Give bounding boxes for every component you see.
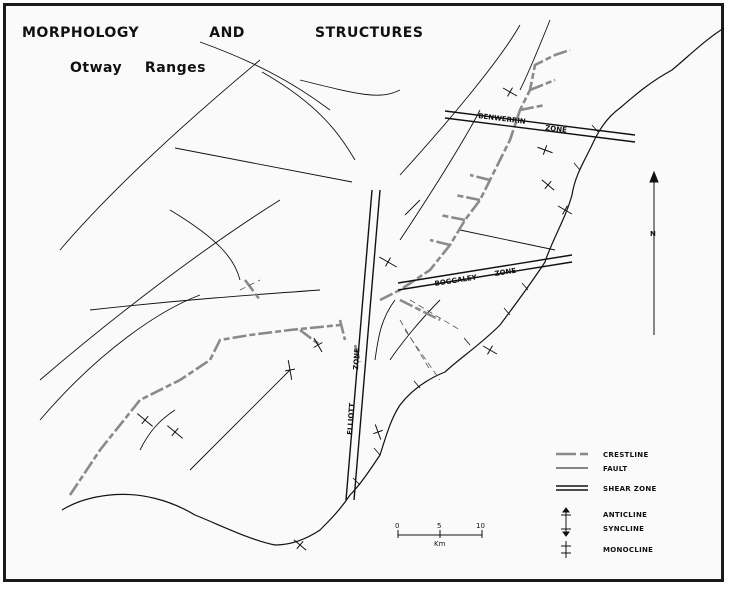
fault-line (374, 299, 396, 361)
fault-line (399, 109, 481, 241)
crestline (439, 213, 466, 222)
fault-line (519, 19, 551, 91)
zone-label-elliott: ELLIOTT (346, 402, 356, 435)
legend-syncline-symbol (561, 522, 571, 537)
crestline (243, 279, 262, 301)
fault-line (174, 147, 353, 183)
syncline-symbol (284, 360, 296, 380)
zone-label-boggaley-suffix: ZONE (494, 267, 517, 278)
legend-monocline-symbol (561, 541, 571, 558)
legend-shear-zone-symbol (556, 485, 588, 491)
legend-label-anticline: ANTICLINE (603, 511, 648, 519)
inferred-line (239, 279, 261, 291)
crestline (519, 103, 546, 112)
fault-line (404, 199, 421, 216)
scale-tick-5: 5 (437, 522, 441, 530)
crestline (454, 193, 481, 202)
fault-line (299, 79, 401, 96)
scale-bar (397, 530, 483, 538)
map-subtitle: Otway Ranges (70, 60, 206, 76)
zone-label-elliott-suffix: ZONE (352, 348, 362, 370)
fault-line (39, 199, 281, 381)
fault-line (139, 409, 176, 451)
syncline-symbol (537, 145, 553, 155)
monocline-symbol (293, 539, 307, 551)
anticline-symbol (137, 413, 153, 427)
elliott-shear-zone (345, 189, 381, 501)
north-arrow-icon (649, 170, 659, 335)
crestline (529, 78, 556, 92)
faults (39, 19, 556, 471)
syncline-symbol (167, 425, 183, 439)
crestline (338, 319, 347, 341)
fault-line (261, 71, 356, 161)
legend-label-shear-zone: SHEAR ZONE (603, 485, 657, 493)
legend-label-crestline: CRESTLINE (603, 451, 649, 459)
north-arrow-label: N (650, 230, 656, 238)
zone-label-benwerrin-suffix: ZONE (545, 124, 568, 135)
fault-line (59, 59, 261, 251)
monocline-symbol (373, 424, 383, 440)
crestline (379, 48, 571, 302)
fault-line (389, 299, 441, 361)
legend-label-monocline: MONOCLINE (603, 546, 654, 554)
scale-tick-0: 0 (395, 522, 399, 530)
map-title: MORPHOLOGY AND STRUCTURES (22, 25, 424, 41)
fault-line (169, 209, 241, 281)
anticline-symbol (482, 345, 498, 355)
crestline (429, 238, 451, 247)
coastal-ticks (352, 124, 599, 486)
crestline (469, 173, 491, 182)
fault-line (39, 294, 201, 421)
crestlines (68, 48, 571, 496)
crestline (353, 344, 362, 363)
coastline (61, 27, 725, 546)
legend-label-syncline: SYNCLINE (603, 525, 645, 533)
legend-anticline-symbol (561, 507, 571, 522)
anticline-symbol (313, 337, 323, 353)
legend-label-fault: FAULT (603, 465, 628, 473)
fault-line (89, 289, 321, 311)
syncline-symbol (541, 179, 555, 191)
crestline (68, 323, 341, 496)
boggaley-shear-zone (397, 254, 573, 291)
benwerrin-shear-zone (444, 110, 636, 143)
inferred-lines (239, 279, 461, 381)
syncline-symbol (557, 205, 573, 215)
fault-line (399, 24, 521, 176)
crestline (399, 298, 441, 322)
legend-symbols (556, 452, 588, 558)
anticline-symbol (502, 87, 518, 97)
scale-tick-10: 10 (476, 522, 485, 530)
anticline-symbol (379, 256, 397, 268)
fold-symbols (137, 87, 573, 551)
shear-zones (345, 110, 636, 501)
fault-line (199, 41, 331, 111)
scale-unit: Km (434, 540, 446, 548)
fault-line (459, 229, 556, 251)
fault-line (189, 369, 291, 471)
inferred-line (404, 329, 441, 381)
